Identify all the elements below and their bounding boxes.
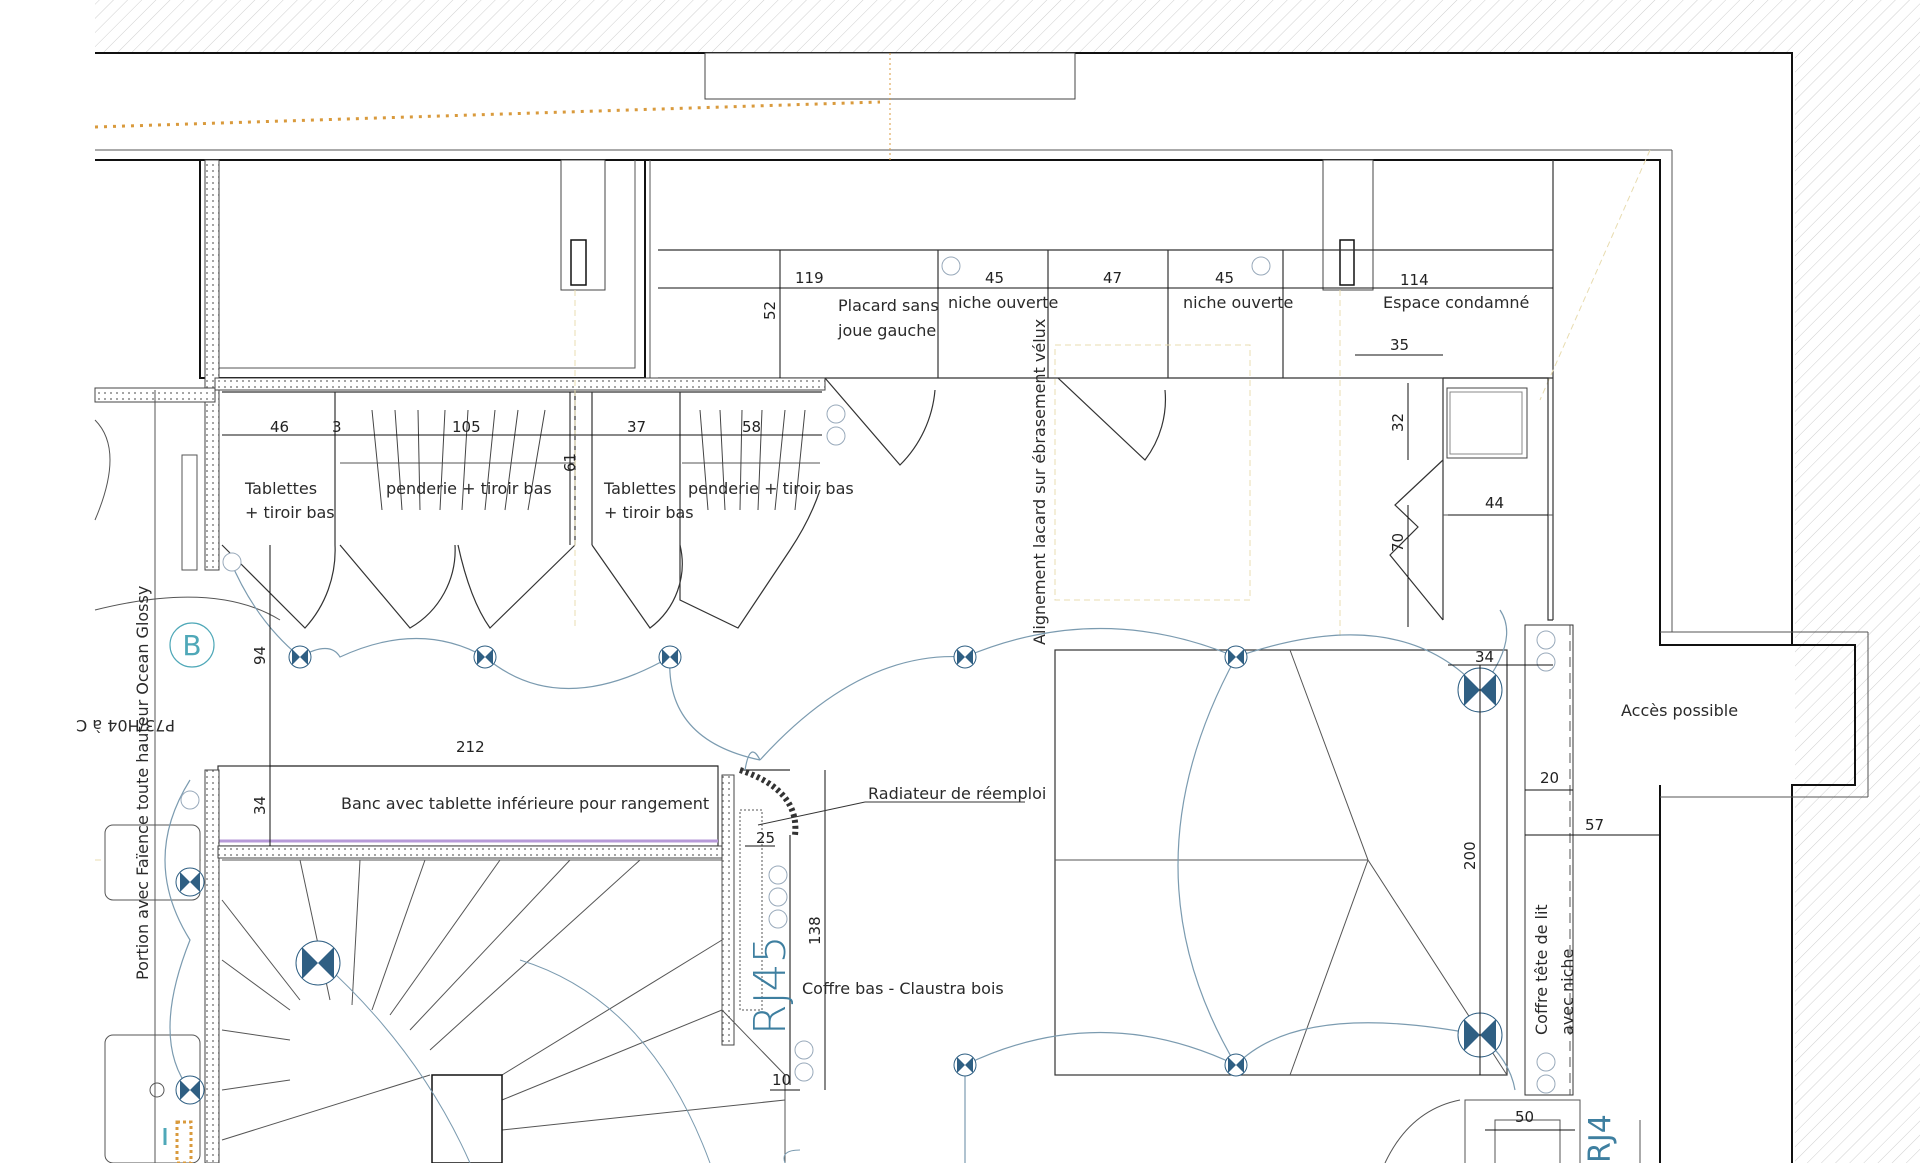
light-icon [288, 645, 312, 669]
light-icon [1224, 645, 1248, 669]
staircase [221, 859, 786, 1163]
dim-212: 212 [456, 738, 485, 756]
dim-61: 61 [561, 453, 579, 472]
label-espace: Espace condamné [1383, 293, 1529, 312]
dim-50: 50 [1515, 1108, 1534, 1126]
label-niche-left: niche ouverte [948, 293, 1058, 312]
room-code-right: RJ4 [1583, 1114, 1618, 1163]
dim-200: 200 [1461, 841, 1479, 870]
label-penderie-right: penderie + tiroir bas [688, 479, 854, 498]
label-penderie-left: penderie + tiroir bas [386, 479, 552, 498]
dim-138: 138 [806, 916, 824, 945]
dim-47: 47 [1103, 269, 1122, 287]
room-code-rj45: RJ45 [745, 935, 796, 1035]
dim-114: 114 [1400, 271, 1429, 289]
label-radiateur: Radiateur de réemploi [868, 784, 1046, 803]
label-acces: Accès possible [1621, 701, 1738, 720]
dim-37: 37 [627, 418, 646, 436]
dim-45b: 45 [1215, 269, 1234, 287]
light-icon [175, 867, 205, 897]
light-icon [473, 645, 497, 669]
light-icon [175, 1075, 205, 1105]
dim-46: 46 [270, 418, 289, 436]
light-icon [1224, 1053, 1248, 1077]
bed [1054, 649, 1508, 1076]
label-tablettes-mid-2: + tiroir bas [604, 503, 694, 522]
light-icon [658, 645, 682, 669]
exterior-hatch-right [1795, 52, 1920, 1163]
dim-20: 20 [1540, 769, 1559, 787]
svg-text:B: B [182, 629, 201, 662]
label-placard-1: Placard sans [838, 296, 939, 315]
dim-32: 32 [1389, 413, 1407, 432]
label-tablettes-left-2: + tiroir bas [245, 503, 335, 522]
inner-wall [95, 159, 1855, 1163]
label-niche-right: niche ouverte [1183, 293, 1293, 312]
label-tablettes-left-1: Tablettes [244, 479, 317, 498]
label-coffre-tete-2: avec niche [1558, 949, 1577, 1035]
dim-34b: 34 [1475, 648, 1494, 666]
dim-3: 3 [332, 418, 342, 436]
dim-45a: 45 [985, 269, 1004, 287]
light-icon [953, 645, 977, 669]
dim-52: 52 [761, 301, 779, 320]
dim-70: 70 [1389, 533, 1407, 552]
dim-25: 25 [756, 829, 775, 847]
label-tablettes-mid-1: Tablettes [603, 479, 676, 498]
orange-dotted-line [94, 100, 881, 129]
dim-119: 119 [795, 269, 824, 287]
dim-35: 35 [1390, 336, 1409, 354]
exterior-hatch-top [95, 0, 1920, 52]
label-portion: Portion avec Faïence toute hauteur Ocean… [133, 586, 152, 980]
light-icon [953, 1053, 977, 1077]
label-alignement: Alignement lacard sur ébrasement vélux [1030, 319, 1049, 645]
top-window [704, 52, 1076, 100]
big-light-icon [295, 940, 341, 986]
label-banc: Banc avec tablette inférieure pour range… [341, 794, 709, 813]
room-b-marker: B [169, 622, 215, 668]
dim-58: 58 [742, 418, 761, 436]
label-coffre-tete-1: Coffre tête de lit [1532, 904, 1551, 1035]
label-coffre-bas: Coffre bas - Claustra bois [802, 979, 1004, 998]
dim-10: 10 [772, 1071, 791, 1089]
dim-105: 105 [452, 418, 481, 436]
dim-34a: 34 [251, 796, 269, 815]
dim-57: 57 [1585, 816, 1604, 834]
dim-94: 94 [251, 646, 269, 665]
socket-icons [180, 256, 1556, 1094]
radiateur [739, 767, 799, 836]
penderie-hangers [371, 409, 806, 511]
dim-44: 44 [1485, 494, 1504, 512]
label-p73: P73/H04 à C [76, 716, 175, 735]
label-placard-2: joue gauche [837, 321, 936, 340]
dimension-lines [222, 250, 1660, 1131]
